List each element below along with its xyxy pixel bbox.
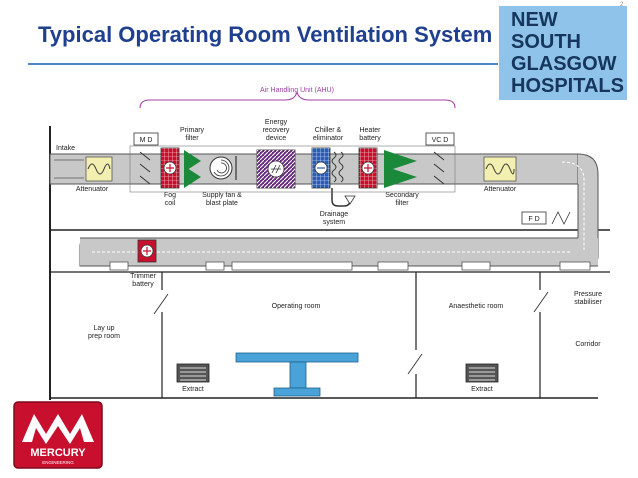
operating-table-top <box>235 352 359 363</box>
pressure-stabiliser-label-2: stabiliser <box>574 299 602 306</box>
attenuator-in <box>85 156 113 182</box>
trimmer-label-1: Trimmer <box>130 273 156 280</box>
secondary-filter-label-2: filter <box>395 200 409 207</box>
layup-room-label-2: prep room <box>88 333 120 340</box>
attenuator-in-label: Attenuator <box>76 186 109 193</box>
attenuator-out <box>483 156 517 182</box>
md-damper-box <box>133 132 159 146</box>
diffusers <box>109 261 591 271</box>
operating-table-column <box>289 361 307 389</box>
trimmer-label-2: battery <box>132 281 154 288</box>
secondary-filter <box>384 150 417 172</box>
drainage-label-1: Drainage <box>320 211 349 218</box>
vcd-label: VC D <box>432 137 449 144</box>
primary-filter-label-2: filter <box>185 135 199 142</box>
brand-line-1: NEW <box>511 9 558 31</box>
fog-coil-label-2: coil <box>165 200 176 207</box>
heater-label-2: battery <box>359 135 381 142</box>
layup-room-label-1: Lay up <box>93 325 114 332</box>
room-partitions <box>161 272 541 398</box>
extract-right-label: Extract <box>471 386 493 393</box>
page-title: Typical Operating Room Ventilation Syste… <box>38 22 493 47</box>
mercury-engineering-logo: MERCURY ENGINEERING <box>13 401 103 469</box>
md-label: M D <box>140 137 153 144</box>
attenuator-out-label: Attenuator <box>484 186 517 193</box>
energy-recovery-label-1: Energy <box>265 119 288 126</box>
operating-room-label: Operating room <box>272 303 321 310</box>
eliminator <box>331 151 344 183</box>
pressure-stabiliser-label-1: Pressure <box>574 291 602 298</box>
vcd-damper-blades <box>433 151 445 185</box>
extract-grille-right <box>465 363 499 383</box>
extract-left-label: Extract <box>182 386 204 393</box>
door-swings <box>153 291 549 375</box>
fog-coil-label-1: Fog <box>164 192 176 199</box>
vcd-box <box>425 132 455 146</box>
secondary-filter-label-1: Secondary <box>385 192 419 199</box>
md-damper-blades <box>139 151 151 185</box>
title-divider <box>28 63 498 65</box>
drainage-label-2: system <box>323 219 345 226</box>
chiller-label-1: Chiller & <box>315 127 342 134</box>
brand-line-2: SOUTH <box>511 31 581 53</box>
ahu-label: Air Handling Unit (AHU) <box>260 87 334 94</box>
ahu-brace <box>139 91 456 109</box>
brand-logo-box: NEW SOUTH GLASGOW HOSPITALS <box>499 6 627 100</box>
fd-box <box>521 211 547 225</box>
fd-damper-icon <box>551 211 571 225</box>
anaesthetic-room-label: Anaesthetic room <box>449 303 504 310</box>
intake-label: Intake <box>56 145 75 152</box>
energy-recovery-label-2: recovery <box>263 127 290 134</box>
brand-line-4: HOSPITALS <box>511 75 624 97</box>
logo-subtext: ENGINEERING <box>42 460 74 465</box>
corridor-label: Corridor <box>575 341 601 348</box>
chiller-label-2: eliminator <box>313 135 344 142</box>
logo-text: MERCURY <box>30 447 86 459</box>
fd-label: F D <box>528 216 539 223</box>
supply-fan-label-1: Supply fan & <box>202 192 242 199</box>
extract-grille-left <box>176 363 210 383</box>
heater-label-1: Heater <box>359 127 381 134</box>
supply-fan-label-2: blast plate <box>206 200 238 207</box>
primary-filter <box>184 150 201 172</box>
brand-line-3: GLASGOW <box>511 53 617 75</box>
energy-recovery-label-3: device <box>266 135 286 142</box>
operating-table-base <box>273 387 321 397</box>
primary-filter-label-1: Primary <box>180 127 205 134</box>
page-number: 2 <box>620 2 624 8</box>
